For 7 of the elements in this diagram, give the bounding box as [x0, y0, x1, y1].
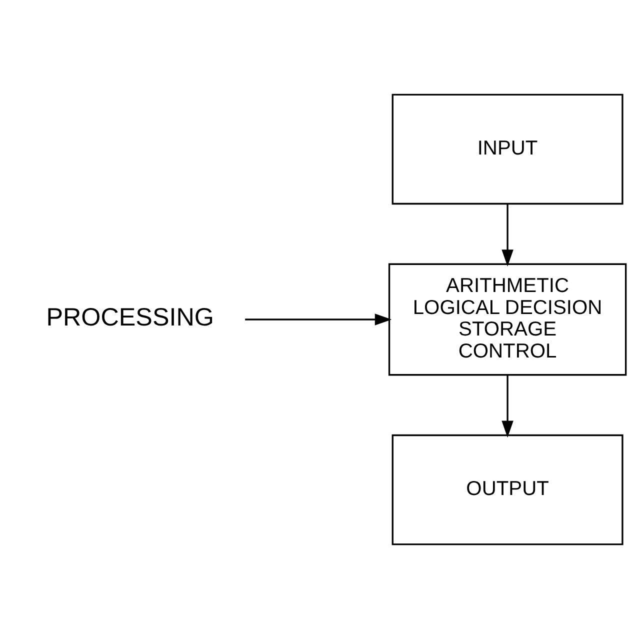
arrow	[502, 204, 514, 266]
node-box: INPUT	[392, 94, 624, 205]
node-box: OUTPUT	[392, 434, 624, 546]
arrow	[245, 314, 392, 326]
node-text: PROCESSING	[46, 303, 214, 332]
node-box: ARITHMETIC LOGICAL DECISION STORAGE CONTROL	[388, 263, 627, 376]
arrow	[502, 374, 514, 438]
